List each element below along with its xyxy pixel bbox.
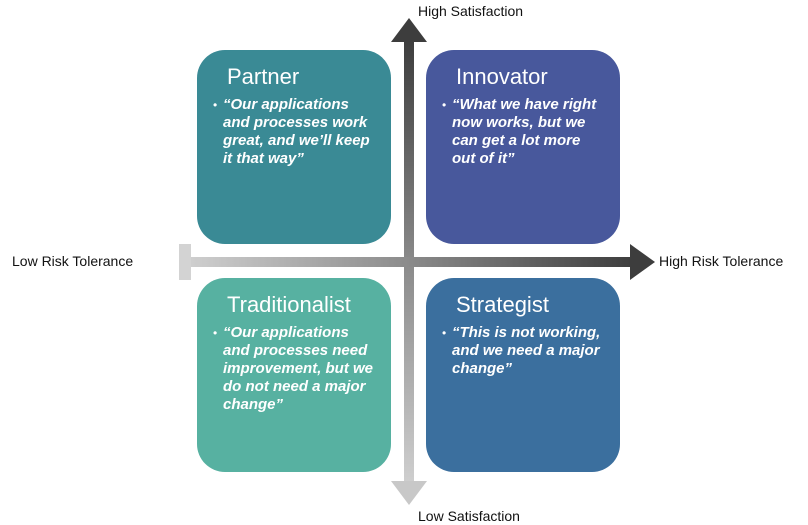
horizontal-axis-arrow <box>179 244 655 280</box>
quadrant-strategist: Strategist • “This is not working, and w… <box>426 278 620 472</box>
quadrant-title: Innovator <box>456 64 548 89</box>
bullet-icon: • <box>442 98 447 112</box>
quadrant-quote-list: • “This is not working, and we need a ma… <box>442 324 604 378</box>
axis-label-low-satisfaction: Low Satisfaction <box>418 508 520 524</box>
bullet-icon: • <box>213 98 218 112</box>
bullet-icon: • <box>442 326 447 340</box>
quote-text: “Our applications and processes work gre… <box>223 96 370 167</box>
quadrant-traditionalist: Traditionalist • “Our applications and p… <box>197 278 391 472</box>
quadrant-quote: • “Our applications and processes work g… <box>213 96 375 168</box>
axis-label-high-satisfaction: High Satisfaction <box>418 3 524 19</box>
quadrant-quote-list: • “Our applications and processes need i… <box>213 324 375 414</box>
quadrant-innovator: Innovator • “What we have right now work… <box>426 50 620 244</box>
quadrant-quote: • “This is not working, and we need a ma… <box>442 324 604 378</box>
quadrant-title: Partner <box>227 64 300 89</box>
quadrant-quote-list: • “Our applications and processes work g… <box>213 96 375 168</box>
axis-label-high-risk-tolerance: High Risk Tolerance <box>659 253 784 269</box>
bullet-icon: • <box>213 326 218 340</box>
quadrant-title: Strategist <box>456 292 549 317</box>
quadrant-quote: • “Our applications and processes need i… <box>213 324 375 414</box>
axis-label-low-risk-tolerance: Low Risk Tolerance <box>12 253 134 269</box>
quadrant-title: Traditionalist <box>227 292 351 317</box>
quote-text: “What we have right now works, but we ca… <box>452 96 597 167</box>
quote-text: “Our applications and processes need imp… <box>223 324 374 413</box>
quadrant-quote: • “What we have right now works, but we … <box>442 96 604 168</box>
quote-text: “This is not working, and we need a majo… <box>452 324 601 377</box>
quadrant-quote-list: • “What we have right now works, but we … <box>442 96 604 168</box>
quadrant-partner: Partner • “Our applications and processe… <box>197 50 391 244</box>
